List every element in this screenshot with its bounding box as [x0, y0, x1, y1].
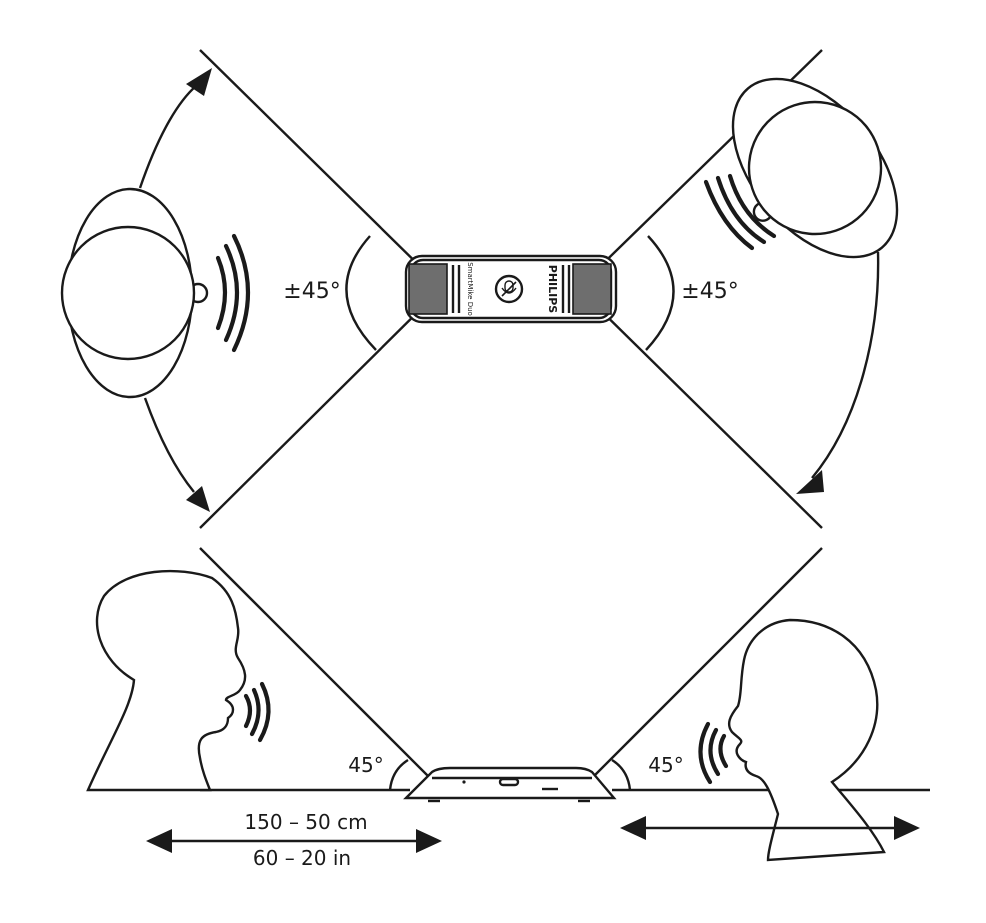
angle-label-top-left: ±45°: [283, 279, 340, 304]
side-view: 45° 45°: [86, 547, 930, 870]
sound-waves-top-right: [703, 173, 777, 251]
sound-waves-top-left: [215, 233, 251, 353]
person-head-top-right: [731, 77, 899, 259]
person-head-top-left: [60, 187, 209, 399]
rotation-arc-top-left: [138, 85, 197, 189]
profile-outline: [86, 569, 247, 792]
distance-arrowhead-left-start: [146, 829, 172, 853]
cone-line-top-right-lower: [577, 287, 823, 529]
rotation-arc-top-left-lower: [143, 397, 195, 493]
microphone-capsule-right: [572, 263, 612, 315]
indicator-led: [462, 780, 466, 784]
device-brand-label: PHILIPS: [546, 265, 559, 314]
angle-arc-side-left: [388, 758, 409, 791]
cone-line-side-left: [199, 547, 431, 779]
person-profile-left: [86, 569, 247, 792]
device-model-label: SmartMike Duo: [466, 262, 474, 316]
distance-arrowhead-right-end: [894, 816, 920, 840]
profile-outline: [727, 618, 886, 862]
distance-label-metric: 150 – 50 cm: [244, 810, 367, 834]
distance-arrowhead-left-end: [416, 829, 442, 853]
person-profile-right: [727, 618, 886, 862]
sound-waves-side-right: [698, 721, 729, 785]
sound-waves-side-left: [243, 681, 271, 743]
distance-arrowhead-right-start: [620, 816, 646, 840]
cone-line-top-left-upper: [199, 49, 443, 289]
angle-arc-top-right: [645, 235, 675, 351]
head: [747, 100, 883, 236]
angle-label-side-left: 45°: [348, 753, 383, 777]
microphone-device-side: [403, 766, 617, 803]
angle-arc-top-left: [345, 235, 377, 351]
head: [60, 225, 196, 361]
distance-label-imperial: 60 – 20 in: [253, 846, 351, 870]
device-side-body: [403, 766, 617, 800]
arrowhead-up-left: [186, 68, 212, 96]
cone-line-top-left-lower: [199, 287, 443, 529]
cone-line-side-right: [591, 547, 823, 779]
mute-icon: [501, 280, 517, 297]
microphone-device-top: SmartMike Duo PHILIPS: [404, 254, 618, 324]
microphone-capsule-left: [408, 263, 448, 315]
rotation-arc-top-right: [811, 251, 880, 479]
angle-arc-side-right: [611, 758, 632, 791]
arrowhead-down-right: [796, 470, 824, 494]
usb-port: [498, 777, 520, 787]
arrowhead-down-left: [186, 486, 210, 512]
top-view: ±45° ±45° SmartMike Duo PHILIPS: [60, 49, 899, 529]
angle-label-side-right: 45°: [648, 753, 683, 777]
angle-label-top-right: ±45°: [681, 279, 738, 304]
